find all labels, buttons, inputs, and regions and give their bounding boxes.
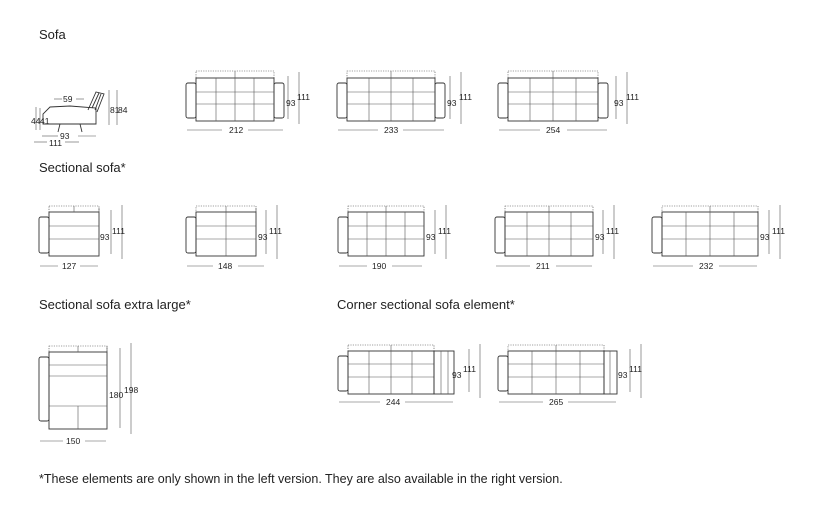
sofa-212-drawing [185, 70, 300, 131]
dim-sofa-254-depth-2: 111 [626, 92, 639, 102]
heading-sectional-sofa: Sectional sofa* [39, 160, 126, 175]
sectional-148-drawing [185, 205, 278, 267]
sectional-xl-drawing [38, 343, 132, 442]
dim-corner-244-width: 244 [386, 397, 400, 407]
heading-sofa: Sofa [39, 27, 66, 42]
dim-side-depth-2: 111 [49, 138, 62, 148]
dim-sectional-127-width: 127 [62, 261, 76, 271]
dim-sofa-233-depth-2: 111 [459, 92, 472, 102]
side-view-drawing [34, 90, 118, 143]
dim-corner-265-width: 265 [549, 397, 563, 407]
dim-corner-244-depth: 93 [452, 370, 462, 380]
dim-sectional-211-depth: 93 [595, 232, 605, 242]
dim-sectional-148-width: 148 [218, 261, 232, 271]
dim-side-depth-1: 93 [60, 131, 70, 141]
sectional-190-drawing [337, 205, 447, 267]
dim-corner-265-depth: 93 [618, 370, 628, 380]
dim-side-seat-height-1: 44 [31, 116, 41, 126]
heading-sectional-sofa-xl: Sectional sofa extra large* [39, 297, 191, 312]
dim-corner-265-depth-2: 111 [629, 364, 642, 374]
sectional-127-drawing [38, 205, 123, 267]
dim-sectional-232-depth-2: 111 [772, 226, 785, 236]
dim-sectional-xl-width: 150 [66, 436, 80, 446]
dim-sectional-xl-depth: 180 [109, 390, 123, 400]
dim-sectional-xl-depth-2: 198 [124, 385, 138, 395]
corner-244-drawing [337, 344, 481, 403]
sofa-233-drawing [336, 70, 462, 131]
dim-sofa-233-width: 233 [384, 125, 398, 135]
dim-sectional-232-depth: 93 [760, 232, 770, 242]
dim-side-seat-height-2: 41 [40, 116, 50, 126]
dim-corner-244-depth-2: 111 [463, 364, 476, 374]
dim-side-back-height-2: 84 [118, 105, 128, 115]
dim-sectional-211-width: 211 [536, 261, 550, 271]
heading-corner-sectional: Corner sectional sofa element* [337, 297, 515, 312]
footnote: *These elements are only shown in the le… [39, 472, 563, 486]
dim-sectional-148-depth: 93 [258, 232, 268, 242]
dim-sofa-254-width: 254 [546, 125, 560, 135]
sofa-254-drawing [497, 70, 628, 131]
dim-sectional-127-depth: 93 [100, 232, 110, 242]
corner-265-drawing [497, 344, 642, 403]
dim-side-recline: 59 [63, 94, 73, 104]
dim-sectional-190-width: 190 [372, 261, 386, 271]
dim-side-back-height-1: 81 [110, 105, 120, 115]
sectional-232-drawing [651, 205, 781, 267]
dim-sectional-190-depth-2: 111 [438, 226, 451, 236]
dim-sofa-212-depth: 93 [286, 98, 296, 108]
dim-sofa-233-depth: 93 [447, 98, 457, 108]
dim-sofa-212-width: 212 [229, 125, 243, 135]
dim-sectional-232-width: 232 [699, 261, 713, 271]
dim-sofa-254-depth: 93 [614, 98, 624, 108]
sectional-211-drawing [494, 205, 615, 267]
dim-sectional-211-depth-2: 111 [606, 226, 619, 236]
dim-sofa-212-depth-2: 111 [297, 92, 310, 102]
dim-sectional-148-depth-2: 111 [269, 226, 282, 236]
dim-sectional-127-depth-2: 111 [112, 226, 125, 236]
dim-sectional-190-depth: 93 [426, 232, 436, 242]
